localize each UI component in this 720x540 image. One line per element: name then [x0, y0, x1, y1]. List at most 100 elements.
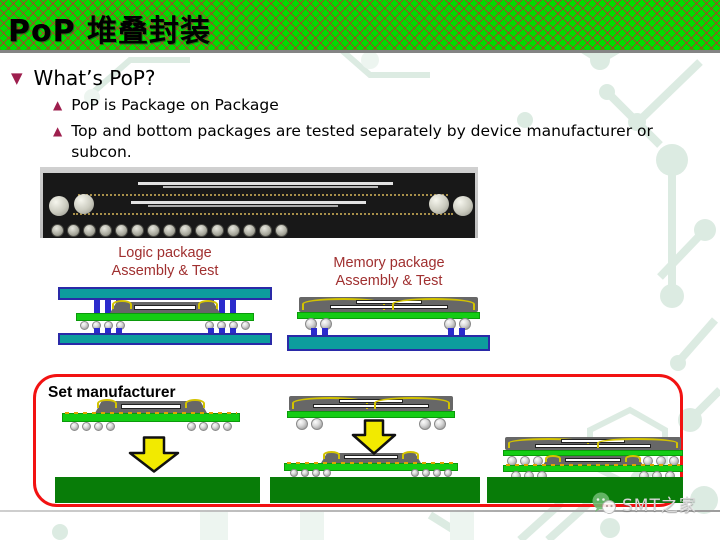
solder-ball: [179, 224, 192, 237]
motherboard-pcb: [487, 477, 683, 503]
bond-wire-icon: [392, 298, 475, 310]
logic-package-label: Logic package Assembly & Test: [58, 244, 272, 280]
substrate: [287, 411, 455, 418]
solder-ball: [422, 469, 430, 477]
set-manufacturer-box: [33, 374, 683, 507]
bond-wire-icon: [185, 399, 205, 408]
watermark: SMT之家: [591, 491, 697, 516]
down-arrow-icon: [351, 419, 397, 455]
contact-pin: [459, 328, 465, 336]
contact-pin: [448, 328, 454, 336]
solder-ball: [290, 469, 298, 477]
solder-ball: [311, 418, 323, 430]
solder-ball: [99, 224, 112, 237]
bond-wire-icon: [302, 298, 385, 310]
logic-test-diagram: [58, 287, 272, 345]
solder-ball: [259, 224, 272, 237]
solder-ball: [434, 418, 446, 430]
solder-ball: [411, 469, 419, 477]
solder-ball: [115, 224, 128, 237]
solder-ball: [147, 224, 160, 237]
solder-ball: [296, 418, 308, 430]
triangle-up-icon: ▲: [53, 98, 63, 112]
solder-ball: [227, 224, 240, 237]
solder-ball: [70, 422, 79, 431]
label-line: Logic package: [118, 245, 212, 261]
solder-ball: [49, 196, 69, 216]
logic-die-package: [321, 451, 421, 463]
set-manufacturer-title: Set manufacturer: [48, 384, 176, 401]
memory-die-package: [299, 297, 478, 312]
contact-pin: [219, 300, 225, 313]
stage1-logic-package: [62, 399, 240, 433]
solder-ball: [223, 422, 232, 431]
bullet-list: ▲ PoP is Package on Package ▲ Top and bo…: [53, 95, 683, 168]
solder-ball-row: [305, 318, 471, 330]
solder-ball: [323, 469, 331, 477]
silicon-die: [134, 305, 196, 310]
bullet-text: PoP is Package on Package: [71, 96, 279, 114]
contact-pin: [105, 300, 111, 313]
solder-ball: [275, 224, 288, 237]
memory-die-package: [289, 396, 453, 411]
solder-ball: [211, 422, 220, 431]
solder-ball: [163, 224, 176, 237]
label-line: Assembly & Test: [335, 273, 443, 290]
watermark-text: SMT之家: [622, 496, 697, 516]
contact-pin: [322, 328, 328, 336]
substrate: [297, 312, 480, 319]
down-arrow-icon: [128, 436, 180, 473]
solder-ball: [211, 224, 224, 237]
bullet-item: ▲ PoP is Package on Package: [53, 95, 683, 117]
contact-pin: [94, 300, 100, 313]
solder-ball: [199, 422, 208, 431]
logic-die-package: [95, 399, 207, 413]
solder-ball: [429, 194, 449, 214]
label-line: Memory package: [333, 255, 445, 271]
solder-ball: [453, 196, 473, 216]
motherboard-pcb: [270, 477, 480, 503]
solder-ball: [312, 469, 320, 477]
heading-text: What’s PoP?: [33, 66, 156, 90]
solder-ball: [301, 469, 309, 477]
bond-wire-icon: [402, 451, 419, 459]
bond-wire-row: [73, 213, 453, 215]
silicon-die: [344, 455, 398, 459]
logic-die-package: [543, 455, 643, 465]
bond-wire-icon: [545, 455, 561, 462]
solder-ball: [241, 321, 250, 330]
section-heading: ▼ What’s PoP?: [11, 66, 156, 90]
contact-pin: [230, 300, 236, 313]
solder-ball: [187, 422, 196, 431]
substrate: [62, 412, 240, 422]
bullet-text: Top and bottom packages are tested separ…: [71, 121, 653, 162]
label-line: Assembly & Test: [111, 263, 219, 280]
motherboard-pcb: [55, 477, 260, 503]
bond-wire-icon: [323, 451, 340, 459]
solder-ball: [83, 224, 96, 237]
slide-title: PoP 堆叠封装: [8, 14, 212, 49]
solder-ball: [74, 194, 94, 214]
die-edge: [138, 182, 393, 185]
die-edge: [148, 205, 338, 207]
solder-ball: [195, 224, 208, 237]
bond-wire-row: [78, 194, 448, 196]
bond-wire-icon: [198, 300, 218, 309]
contact-pins: [311, 328, 465, 336]
contact-pin: [311, 328, 317, 336]
bond-wire-icon: [97, 399, 117, 408]
solder-ball: [51, 224, 64, 237]
stage3-pop-stack: [503, 437, 683, 481]
stage2-mounted-logic-package: [284, 451, 458, 477]
stage2-memory-package: [284, 396, 458, 430]
footer-divider: [0, 510, 720, 512]
solder-ball: [82, 422, 91, 431]
substrate: [76, 313, 254, 321]
bond-wire-icon: [596, 438, 678, 448]
solder-ball: [80, 321, 89, 330]
test-board-top: [58, 287, 272, 300]
solder-ball-row: [70, 422, 232, 431]
bond-wire-icon: [508, 438, 590, 448]
die-edge: [163, 186, 378, 188]
